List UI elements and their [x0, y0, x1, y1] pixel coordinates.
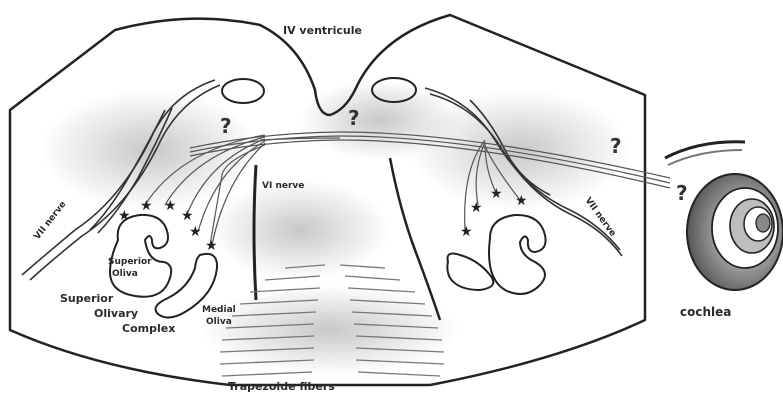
star-marker: ★: [490, 186, 503, 202]
question-mark-right: ?: [610, 134, 622, 158]
star-marker: ★: [164, 198, 177, 214]
star-marker: ★: [205, 238, 218, 254]
star-marker: ★: [181, 208, 194, 224]
superior-oliva-right: [489, 215, 546, 294]
cochlea-illustration: [665, 142, 783, 290]
soc-label-1: Superior: [60, 292, 114, 305]
star-marker: ★: [460, 224, 473, 240]
vi-nerve-label: VI nerve: [262, 181, 304, 191]
star-marker: ★: [515, 193, 528, 209]
left-nucleus-oval: [222, 79, 264, 103]
soc-label-2: Olivary: [94, 307, 138, 320]
superior-oliva-left: [110, 215, 171, 297]
question-mark-cochlea: ?: [676, 181, 688, 205]
vii-nerve-left-label: VII nerve: [32, 200, 68, 242]
trapezoid-label: Trapezoide fibers: [228, 380, 335, 393]
superior-oliva-label-2: Oliva: [112, 269, 138, 279]
star-marker: ★: [470, 200, 483, 216]
medial-oliva-label-2: Oliva: [206, 317, 232, 327]
ventricle-label: IV ventricule: [283, 24, 362, 37]
question-mark-center: ?: [348, 106, 360, 130]
soc-label-3: Complex: [122, 322, 175, 335]
star-marker: ★: [140, 198, 153, 214]
star-marker: ★: [118, 208, 131, 224]
superior-oliva-label-1: Superior: [108, 257, 152, 267]
cochlea-label: cochlea: [680, 305, 731, 319]
medial-oliva-label-1: Medial: [202, 305, 236, 315]
medial-oliva-right: [447, 254, 493, 290]
star-marker: ★: [189, 224, 202, 240]
question-mark-left: ?: [220, 114, 232, 138]
